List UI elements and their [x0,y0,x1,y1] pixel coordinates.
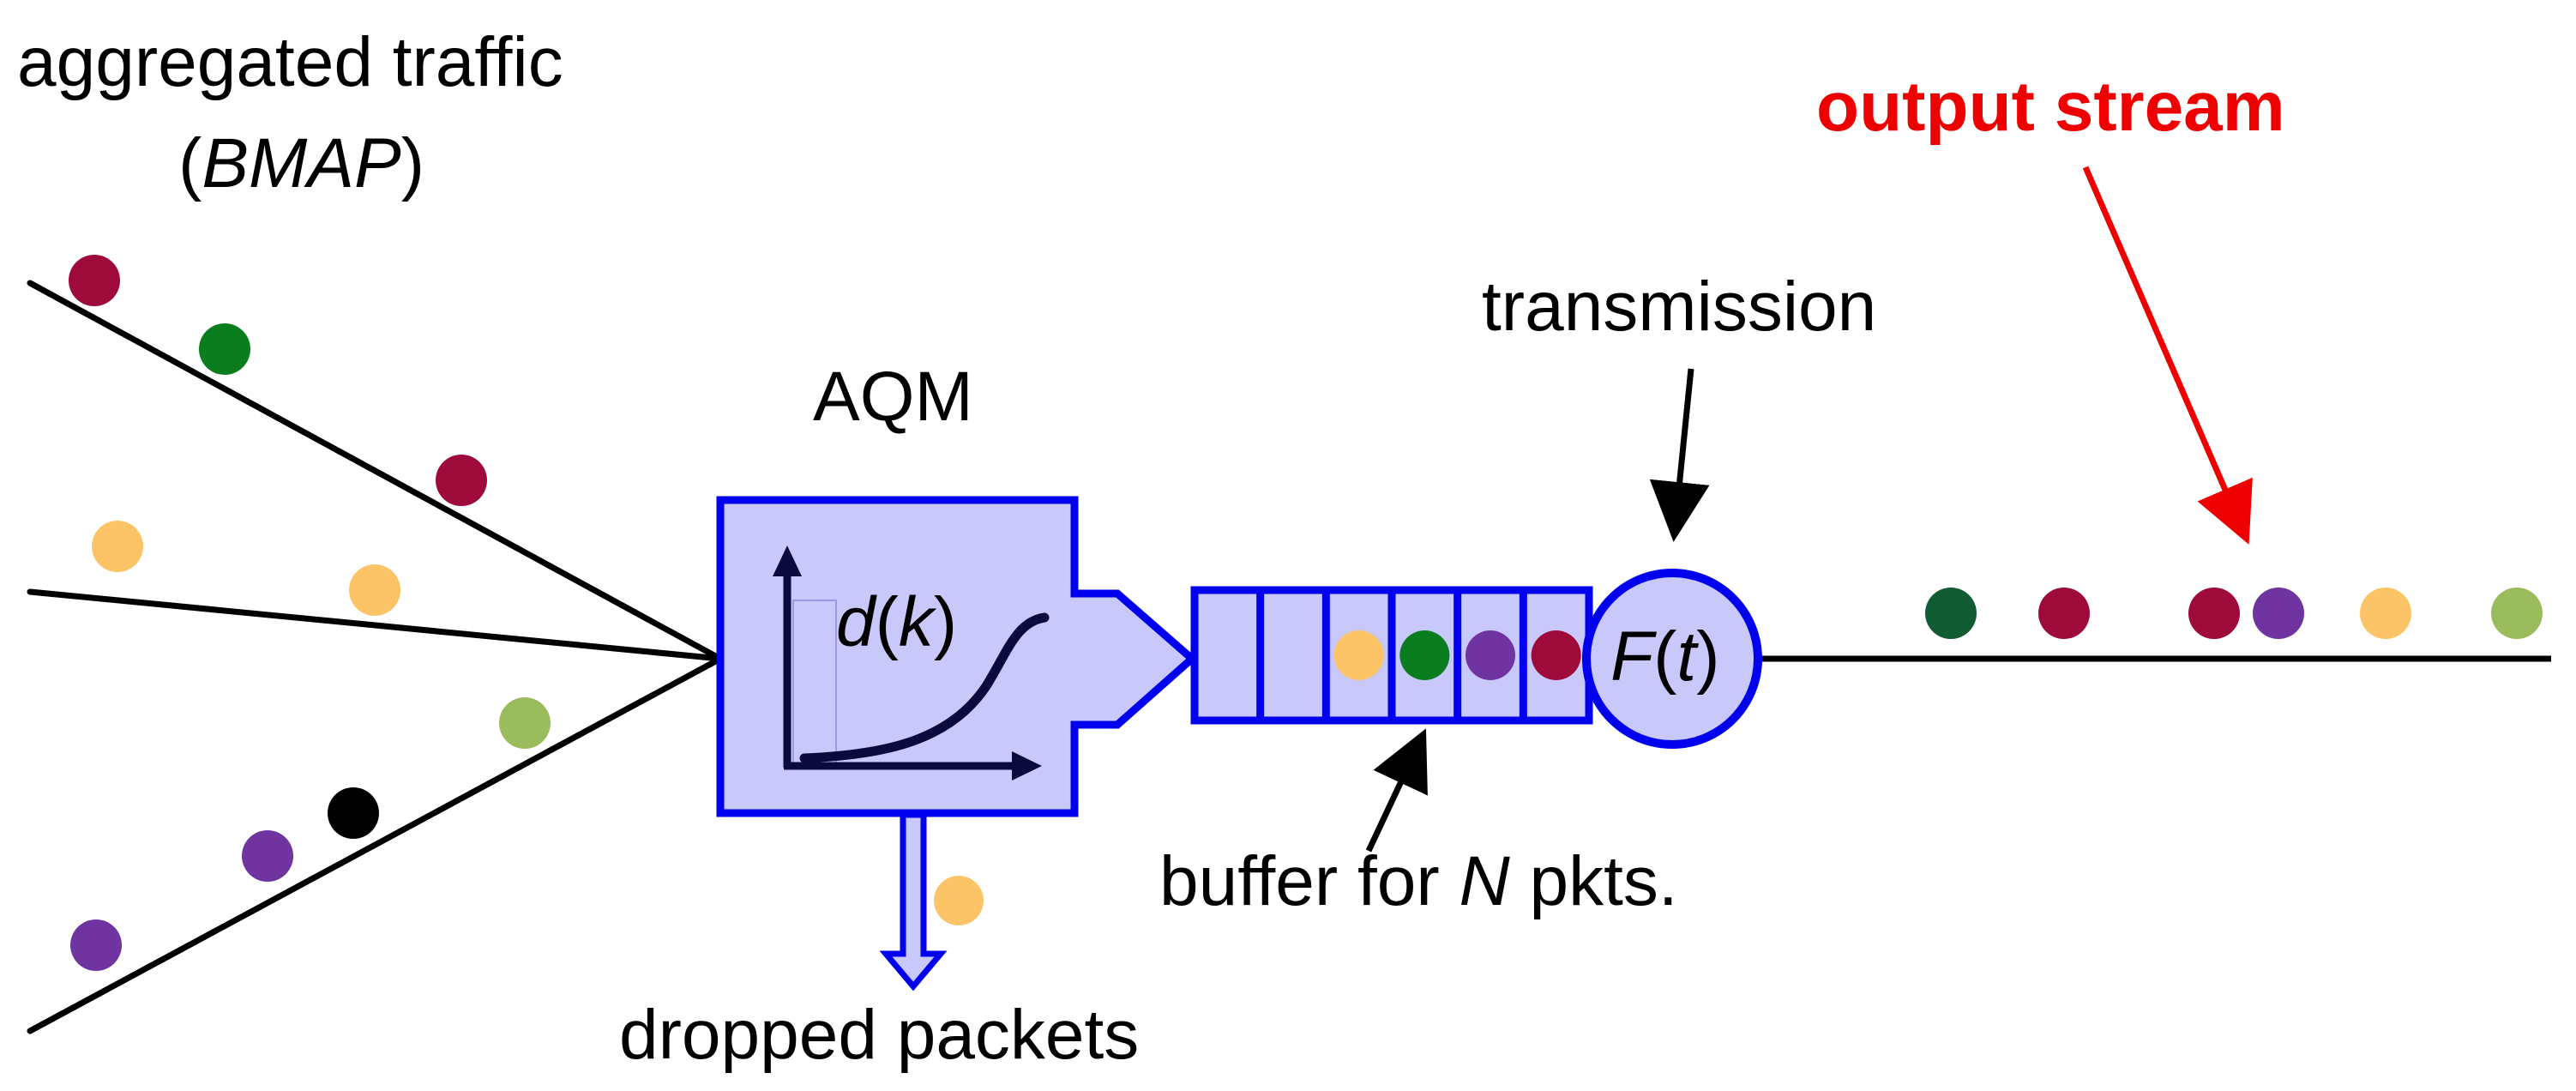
transmission-label: transmission [1482,268,1876,346]
drop-curve [799,612,1050,763]
input-packet [349,564,400,616]
server-label: F(t) [1610,618,1720,696]
output-packet [2038,588,2090,639]
dk-d: d [836,583,877,661]
aggregated-traffic-label: aggregated traffic [17,23,563,101]
dk-open: ( [876,583,899,661]
server-circle [1582,569,1762,749]
input-line-top [27,280,724,662]
output-stream-label: output stream [1816,68,2285,146]
buffer-packet [1333,630,1384,680]
bmap-text: BMAP [202,124,401,202]
output-stream-arrow [2082,166,2253,545]
plot-x-arrowhead [1012,751,1042,781]
bmap-open-paren: ( [178,124,202,202]
input-packets [69,255,551,971]
buffer-packets [1333,630,1581,680]
input-line-bottom [27,655,724,1034]
input-packet [70,919,122,971]
ft-close: ) [1696,618,1719,696]
buffer-suffix: pkts. [1510,842,1678,920]
plot-y-arrowhead [773,546,802,576]
ft-f: F [1610,618,1657,696]
dropped-packets-label: dropped packets [619,996,1139,1074]
input-packet [92,521,143,572]
input-packet [436,455,487,506]
buffer-dividers [1256,590,1527,720]
output-packet [2360,588,2411,639]
bmap-close-paren: ) [401,124,424,202]
dk-k: k [899,583,937,661]
output-packet [2188,588,2240,639]
buffer-n: N [1459,842,1510,920]
input-packet [199,323,250,375]
dropped-packets [934,876,984,925]
aqm-box [716,496,1198,817]
aqm-label: AQM [813,358,973,436]
input-packet [69,255,120,306]
ft-t: t [1676,618,1699,696]
transmission-arrow [1649,368,1710,542]
ft-open: ( [1653,618,1676,696]
dk-label: d(k) [836,583,957,661]
input-line-middle [27,588,724,662]
bmap-label: (BMAP) [178,124,424,202]
input-packet [499,697,551,749]
buffer-label: buffer for N pkts. [1159,842,1678,920]
drop-arrow [879,811,948,992]
buffer-packet [1531,630,1581,680]
output-packets [1925,588,2543,639]
input-packet [328,787,379,839]
input-packet [242,830,293,882]
buffer-arrow [1365,728,1428,853]
output-packet [2253,588,2304,639]
output-packet [2491,588,2543,639]
input-lines [27,280,724,1034]
buffer-packet [1399,630,1450,680]
buffer-prefix: buffer for [1159,842,1459,920]
drop-function-plot: d(k) [773,546,1050,781]
dk-close: ) [934,583,957,661]
buffer-packet [1466,630,1515,680]
output-packet [1925,588,1977,639]
dropped-packet [934,876,984,925]
